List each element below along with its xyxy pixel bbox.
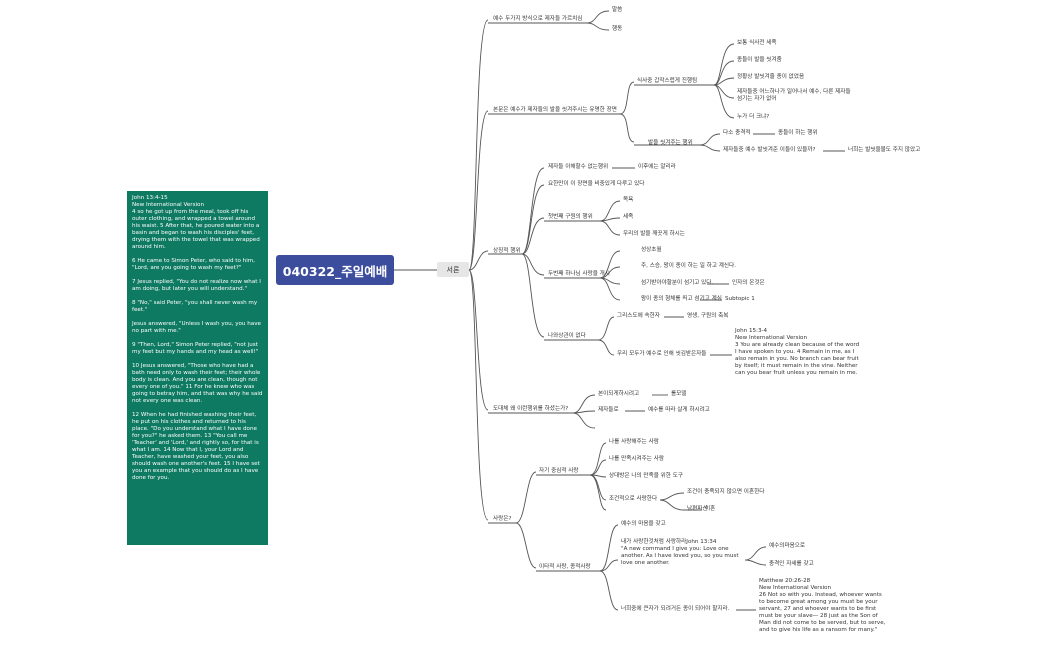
topic-example[interactable]: 본이되게하시려고 bbox=[598, 391, 640, 397]
topic-no-one-serves[interactable]: 제자들중 어느하나가 일어나서 예수, 다른 제자들 섬기는 자가 없어 bbox=[737, 89, 851, 102]
topic-eternal-life[interactable]: 영생, 구원의 축복 bbox=[687, 313, 729, 319]
topic-son-of-man[interactable]: 인자의 온것은 bbox=[732, 280, 765, 286]
topic-belong-christ[interactable]: 그리스도에 속한자 bbox=[617, 313, 660, 319]
topic-foot-washing-scene[interactable]: 본문은 예수가 제자들의 발을 씻겨주시는 유명한 장면 bbox=[493, 107, 617, 113]
topic-action[interactable]: 행동 bbox=[612, 26, 623, 32]
topic-bath[interactable]: 목욕 bbox=[623, 197, 634, 203]
topic-no-water[interactable]: 너희는 발씻을물도 주지 않았고 bbox=[848, 147, 921, 153]
topic-tool[interactable]: 상대방은 나의 만족을 위한 도구 bbox=[609, 473, 684, 479]
topic-no-servant[interactable]: 정황상 발씻겨줄 종이 없었음 bbox=[737, 74, 805, 80]
topic-role-model[interactable]: 롤모델 bbox=[671, 391, 687, 397]
topic-incomprehensible[interactable]: 제자들 이해할수 없는행위 bbox=[548, 164, 609, 170]
topic-mind-of-jesus[interactable]: 예수의 마음을 갖고 bbox=[621, 521, 666, 527]
topic-matthew-20[interactable]: Matthew 20:26-28 New International Versi… bbox=[759, 578, 886, 633]
topic-no-part[interactable]: 나와상관이 없다 bbox=[548, 333, 586, 339]
topic-word[interactable]: 말씀 bbox=[612, 7, 623, 13]
topic-satisfies-me[interactable]: 나를 만족시켜주는 사람 bbox=[609, 456, 665, 462]
topic-loves-me[interactable]: 나를 사랑해주는 사람 bbox=[609, 439, 659, 445]
topic-as-disciples[interactable]: 제자들로 bbox=[598, 407, 619, 413]
topic-why-act[interactable]: 도대체 왜 이런행위를 하셨는가? bbox=[493, 406, 569, 412]
topic-altruistic-love[interactable]: 이타적 사랑, 종적사랑 bbox=[539, 564, 591, 570]
topic-all-washed[interactable]: 우리 모두가 예수로 인해 씻김받은자들 bbox=[617, 351, 707, 357]
topic-usually-before-meal[interactable]: 보통 식사전 세족 bbox=[737, 40, 777, 46]
topic-feet-wash[interactable]: 세족 bbox=[623, 214, 634, 220]
topic-shocking[interactable]: 다소 충격적 bbox=[723, 130, 751, 136]
topic-during-meal[interactable]: 식사중 갑작스럽게 진행됨 bbox=[637, 78, 698, 84]
topic-disciples-washed[interactable]: 제자들중 예수 발씻겨준 이들이 있을까? bbox=[723, 147, 816, 153]
topic-self-centered-love[interactable]: 자기 중심적 사랑 bbox=[539, 468, 579, 474]
topic-servant-act[interactable]: 종들이 하는 행위 bbox=[778, 130, 818, 136]
topic-king-servant-form[interactable]: 왕이 종의 형체를 띄고 섬기고 계심 bbox=[641, 296, 722, 302]
topic-second-love[interactable]: 두번째 하나님 사랑을 개시 bbox=[548, 271, 610, 277]
topic-follow-jesus[interactable]: 예수를 따라 살게 하시려고 bbox=[648, 407, 710, 413]
topic-faithful-attitude[interactable]: 충격인 자세를 갖고 bbox=[769, 561, 814, 567]
topic-only-john[interactable]: 요한만이 이 장면을 비중있게 다루고 있다 bbox=[548, 181, 645, 187]
topic-who-is-greater[interactable]: 누가 더 크냐? bbox=[737, 114, 770, 120]
topic-with-jesus-mind[interactable]: 예수의마음으로 bbox=[769, 543, 806, 549]
topic-later-know[interactable]: 이후에는 알리라 bbox=[638, 164, 676, 170]
topic-washing-act[interactable]: 발을 씻겨주는 행위 bbox=[648, 140, 693, 146]
topic-clean-feet[interactable]: 우리의 발을 깨끗게 하시는 bbox=[623, 231, 685, 237]
topic-transcend[interactable]: 성상초월 bbox=[641, 247, 662, 253]
topic-conditional[interactable]: 조건적으로 사랑한다 bbox=[609, 496, 658, 502]
topic-be-servant[interactable]: 너희중에 큰자가 되려거든 종이 되어야 할지라. bbox=[621, 606, 730, 612]
topic-bankrupt[interactable]: 남편파산 bbox=[687, 506, 708, 512]
scripture-note: John 13:4-15 New International Version 4… bbox=[127, 191, 268, 545]
topic-divorce[interactable]: 이혼 bbox=[705, 506, 716, 512]
topic-love[interactable]: 사랑은? bbox=[493, 516, 512, 522]
sermon-topic[interactable]: 서론 bbox=[437, 262, 469, 277]
topic-lord-servant-work[interactable]: 주, 스승, 왕이 종이 하는 일 하고 계신다. bbox=[641, 263, 736, 269]
topic-symbolic-act[interactable]: 상징적 행위 bbox=[493, 248, 521, 254]
root-topic[interactable]: 040322_주일예배 bbox=[276, 255, 394, 285]
topic-servants-wash[interactable]: 종들이 발을 씻겨줌 bbox=[737, 57, 782, 63]
topic-first-salvation[interactable]: 첫번째 구원의 행위 bbox=[548, 214, 593, 220]
topic-two-teaching-ways[interactable]: 예수 두가지 방식으로 제자들 가르치심 bbox=[493, 16, 583, 22]
topic-john-15[interactable]: John 15:3-4 New International Version 3 … bbox=[735, 328, 860, 376]
topic-subtopic-1[interactable]: Subtopic 1 bbox=[725, 296, 755, 302]
topic-john-13-34[interactable]: 내가 사랑한것처럼 사랑하라John 13:34 "A new command … bbox=[621, 539, 739, 566]
topic-divorce-condition[interactable]: 조건이 충족되지 않으면 이혼한다 bbox=[687, 489, 765, 495]
topic-served-one-serves[interactable]: 섬기받아야할분이 섬기고 있다. bbox=[641, 280, 714, 286]
